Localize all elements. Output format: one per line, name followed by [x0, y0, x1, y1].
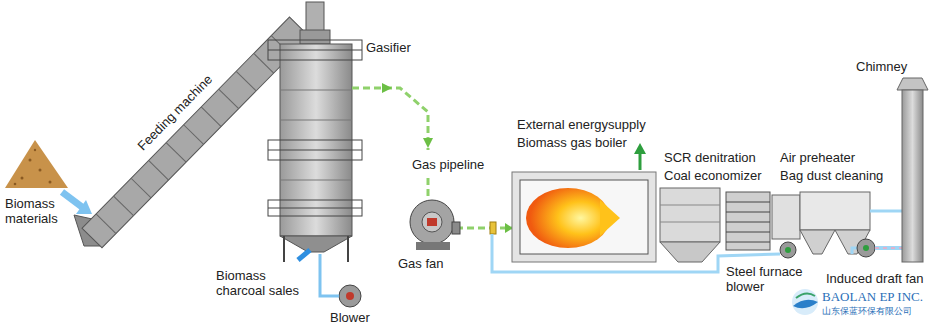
equipment-label: Induced draft fan — [826, 271, 924, 286]
equipment-label: Gasifier — [366, 40, 411, 55]
equipment-label: Gas fan — [398, 256, 444, 271]
equipment-label: Chimney — [856, 59, 907, 74]
product-label: Biomass charcoal sales — [216, 268, 308, 298]
company-name-cn: 山东保蓝环保有限公司 — [822, 306, 912, 317]
material-label: Biomass materials — [5, 196, 67, 226]
company-name: BAOLAN EP INC. — [822, 289, 923, 304]
equipment-label: SCR denitration — [664, 150, 756, 165]
pipeline-label: Gas pipeline — [412, 157, 484, 172]
equipment-label: Biomass gas boiler — [517, 135, 627, 150]
equipment-label: Steel furnace blower — [726, 264, 811, 294]
equipment-label: Coal economizer — [664, 168, 762, 183]
equipment-label: Bag dust cleaning — [780, 168, 883, 183]
output-label: External energysupply — [517, 117, 646, 132]
equipment-label: Air preheater — [780, 150, 855, 165]
equipment-label: Blower — [330, 310, 370, 325]
